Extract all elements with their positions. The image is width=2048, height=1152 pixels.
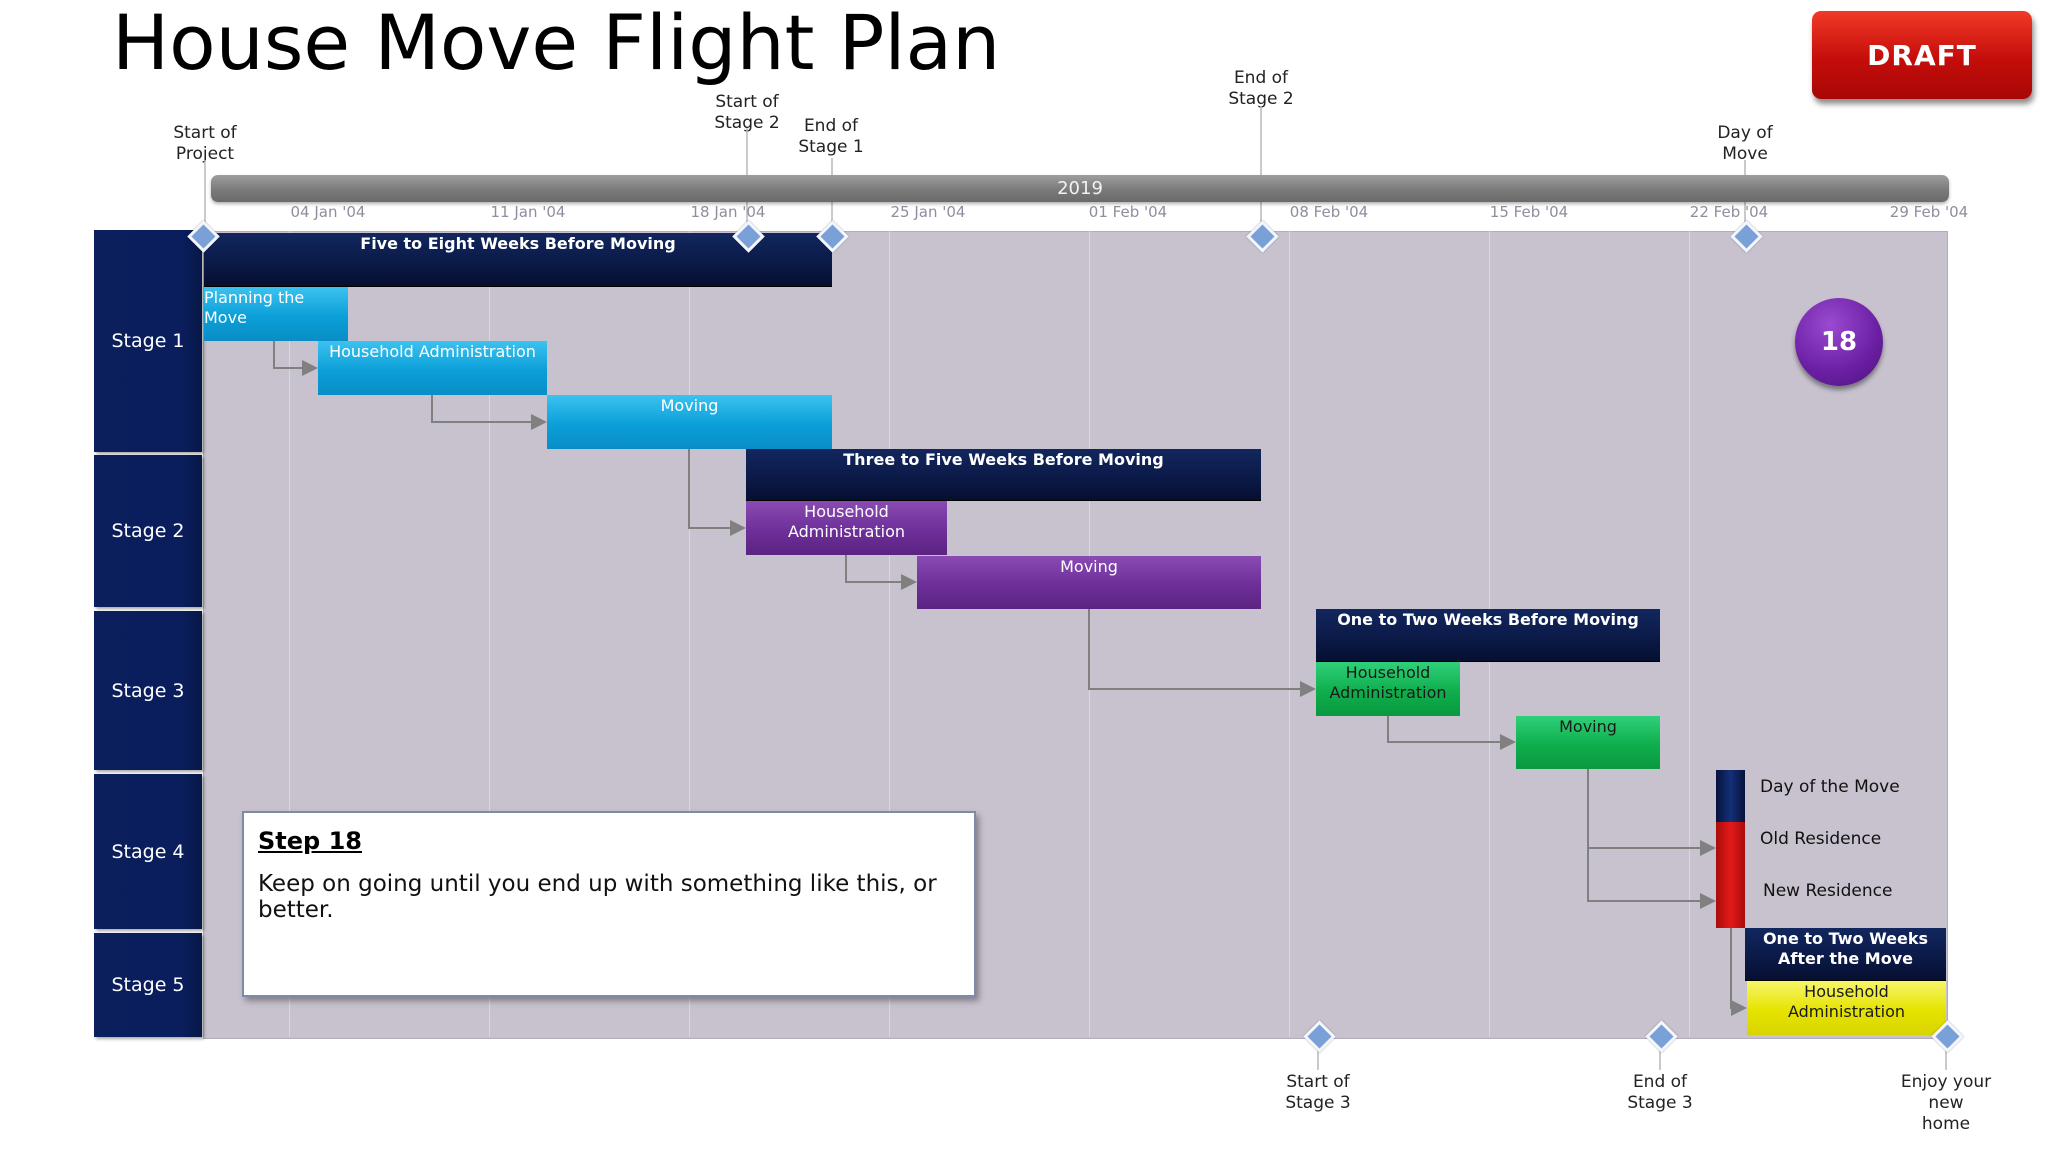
connector	[1730, 928, 1747, 1016]
milestone-label-start-stage2: Start of Stage 2	[714, 92, 780, 133]
grid-line	[889, 231, 890, 1037]
year-label: 2019	[1057, 178, 1103, 199]
stage-5-row-header[interactable]: Stage 5	[94, 933, 202, 1037]
bar-label: One to Two Weeks After the Move	[1762, 929, 1929, 968]
connector	[1387, 716, 1516, 750]
milestone-label-end-stage3: End of Stage 3	[1627, 1072, 1693, 1113]
connector	[1088, 609, 1316, 697]
bar-label: Moving	[660, 396, 719, 415]
stage-label: Stage 5	[111, 974, 185, 996]
step-number-badge: 18	[1795, 298, 1883, 386]
bar-label: Moving	[1559, 717, 1617, 736]
milestone-label-start-project: Start of Project	[173, 123, 237, 164]
tick-label: 04 Jan '04	[290, 203, 366, 221]
stage-1-row-header[interactable]: Stage 1	[94, 230, 202, 452]
task-bar-s3-moving[interactable]: Moving	[1516, 716, 1660, 769]
summary-bar-stage1[interactable]: Five to Eight Weeks Before Moving	[204, 233, 832, 287]
step-body: Keep on going until you end up with some…	[258, 871, 937, 923]
tick-label: 29 Feb '04	[1889, 203, 1969, 221]
tick-label: 01 Feb '04	[1088, 203, 1168, 221]
task-bar-s5-household[interactable]: Household Administration	[1747, 981, 1946, 1035]
grid-line	[1289, 231, 1290, 1037]
key-swatch-day-of-move	[1716, 770, 1745, 822]
tick-label: 08 Feb '04	[1289, 203, 1369, 221]
stage-label: Stage 2	[111, 520, 185, 542]
summary-bar-stage3[interactable]: One to Two Weeks Before Moving	[1316, 609, 1660, 662]
step-callout: Step 18 Keep on going until you end up w…	[242, 811, 976, 997]
connector	[845, 555, 917, 590]
summary-bar-stage5[interactable]: One to Two Weeks After the Move	[1745, 928, 1946, 981]
task-bar-s1-household[interactable]: Household Administration	[318, 341, 547, 395]
tick-label: 25 Jan '04	[890, 203, 966, 221]
summary-bar-stage2[interactable]: Three to Five Weeks Before Moving	[746, 449, 1261, 501]
bar-label: Household Administration	[787, 502, 906, 541]
key-swatch-new-residence	[1716, 874, 1745, 928]
bar-label: Household Administration	[1329, 663, 1447, 702]
milestone-label-end-stage1: End of Stage 1	[798, 116, 864, 157]
stage-2-row-header[interactable]: Stage 2	[94, 455, 202, 607]
tick-label: 15 Feb '04	[1489, 203, 1569, 221]
tick-label: 22 Feb '04	[1689, 203, 1769, 221]
timeline-year-bar: 2019	[211, 175, 1949, 202]
key-swatch-old-residence	[1716, 822, 1745, 874]
task-bar-s2-moving[interactable]: Moving	[917, 556, 1261, 609]
bar-label: One to Two Weeks Before Moving	[1337, 610, 1639, 629]
task-bar-planning[interactable]: Planning the Move	[204, 287, 348, 341]
bar-label: Household Administration	[1787, 982, 1906, 1021]
tick-label: 18 Jan '04	[690, 203, 766, 221]
key-label-old-residence: Old Residence	[1760, 829, 1882, 849]
connector	[431, 395, 547, 430]
bar-label: Moving	[1060, 557, 1118, 576]
grid-line	[1689, 231, 1690, 1037]
task-bar-s3-household[interactable]: Household Administration	[1316, 662, 1460, 716]
milestone-label-end-stage2: End of Stage 2	[1228, 68, 1294, 109]
connector	[1587, 848, 1716, 909]
bar-label: Planning the Move	[204, 288, 305, 327]
bar-label: Five to Eight Weeks Before Moving	[360, 234, 676, 253]
step-title: Step 18	[258, 827, 362, 855]
milestone-label-enjoy-home: Enjoy your new home	[1900, 1072, 1992, 1134]
key-label-day-of-move: Day of the Move	[1760, 777, 1900, 797]
stage-label: Stage 4	[111, 840, 185, 863]
bar-label: Household Administration	[329, 342, 536, 361]
task-bar-s2-household[interactable]: Household Administration	[746, 501, 947, 555]
tick-label: 11 Jan '04	[490, 203, 566, 221]
grid-line	[289, 231, 290, 1037]
stage-label: Stage 1	[111, 330, 185, 352]
key-label-new-residence: New Residence	[1763, 881, 1893, 901]
bar-label: Three to Five Weeks Before Moving	[843, 450, 1164, 469]
stage-4-row-header[interactable]: Stage 4	[94, 774, 202, 929]
grid-line	[489, 231, 490, 1037]
connector	[1587, 769, 1716, 856]
task-bar-s1-moving[interactable]: Moving	[547, 395, 832, 449]
grid-line	[689, 231, 690, 1037]
connector	[273, 341, 318, 376]
stage-3-row-header[interactable]: Stage 3	[94, 611, 202, 770]
stage-label: Stage 3	[111, 679, 185, 702]
milestone-label-start-stage3: Start of Stage 3	[1285, 1072, 1351, 1113]
draft-badge[interactable]: DRAFT	[1812, 11, 2032, 99]
page-title: House Move Flight Plan	[112, 0, 1001, 87]
connector	[688, 449, 746, 536]
milestone-label-day-of-move: Day of Move	[1717, 123, 1773, 164]
